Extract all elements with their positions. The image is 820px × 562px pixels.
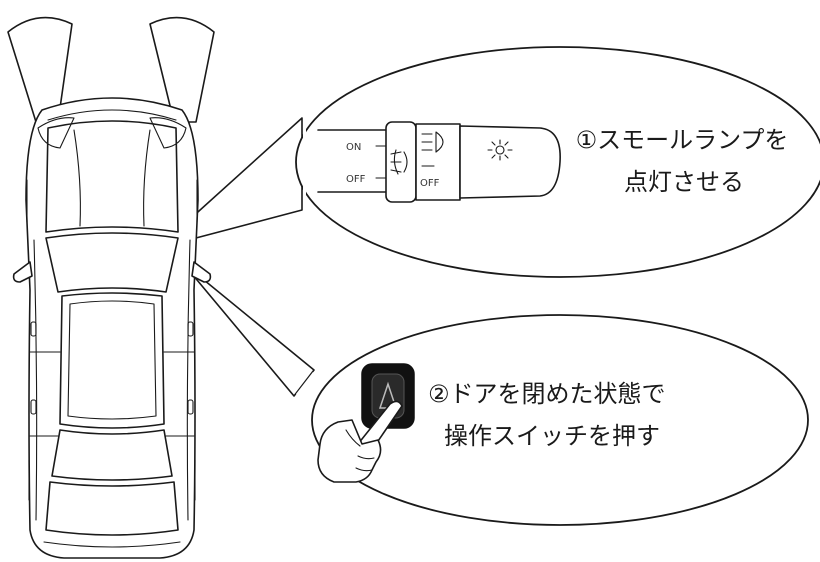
right-rear-handle bbox=[187, 399, 194, 415]
fog-lamp-icon bbox=[390, 149, 408, 175]
hand-knuckle-2 bbox=[357, 455, 375, 460]
callout1-step-line2: 点灯させる bbox=[624, 168, 744, 196]
hand-palm bbox=[317, 419, 382, 483]
right-front-handle bbox=[187, 321, 194, 337]
left-rear-handle bbox=[30, 399, 37, 415]
callout2-bubble bbox=[311, 314, 809, 526]
callout2-leader bbox=[181, 261, 315, 397]
switch-off-label: OFF bbox=[346, 174, 366, 185]
callout1-leader-seam bbox=[303, 120, 306, 208]
hood bbox=[45, 120, 179, 233]
roof-inner bbox=[67, 300, 157, 420]
left-headlight-beam bbox=[7, 16, 73, 123]
hood-crease-right bbox=[143, 129, 151, 227]
rear-window bbox=[51, 429, 173, 481]
callout2-step-line1: ②ドアを閉めた状態で bbox=[428, 380, 666, 408]
callout1-step-line1: ①スモールランプを bbox=[576, 126, 789, 154]
headlamp-ring[interactable] bbox=[415, 123, 461, 201]
left-side-mirror bbox=[12, 261, 33, 283]
trunk bbox=[45, 481, 179, 536]
small-lamp-icon bbox=[487, 139, 513, 161]
left-front-handle bbox=[30, 321, 37, 337]
hand-knuckle-3 bbox=[355, 467, 373, 472]
windshield bbox=[45, 232, 179, 293]
left-headlamp-unit bbox=[37, 117, 75, 149]
front-bumper-line bbox=[47, 109, 177, 121]
left-side-line bbox=[33, 239, 38, 521]
car-top-view bbox=[12, 97, 212, 559]
right-side-line bbox=[186, 239, 191, 521]
rear-bumper-line bbox=[43, 541, 181, 548]
stalk-body bbox=[317, 129, 387, 193]
headlamp-icon bbox=[421, 131, 444, 153]
roof bbox=[59, 292, 165, 429]
headlight-beams bbox=[7, 16, 215, 123]
light-switch-stalk: ON OFF OFF bbox=[317, 121, 561, 203]
pointing-hand-icon bbox=[317, 400, 403, 483]
small-lamp-knob[interactable] bbox=[459, 125, 561, 199]
callout2-leader-seam bbox=[296, 372, 317, 398]
callout2-step-line2: 操作スイッチを押す bbox=[444, 422, 660, 450]
right-headlight-beam bbox=[149, 16, 215, 123]
hand-finger bbox=[357, 400, 403, 445]
headlamp-off-label: OFF bbox=[420, 178, 440, 189]
hand-knuckle-1 bbox=[345, 429, 361, 447]
car-body bbox=[25, 97, 199, 559]
hood-crease-left bbox=[73, 129, 81, 227]
switch-on-label: ON bbox=[346, 142, 361, 153]
right-headlamp-unit bbox=[149, 117, 187, 149]
right-side-mirror bbox=[191, 261, 212, 283]
